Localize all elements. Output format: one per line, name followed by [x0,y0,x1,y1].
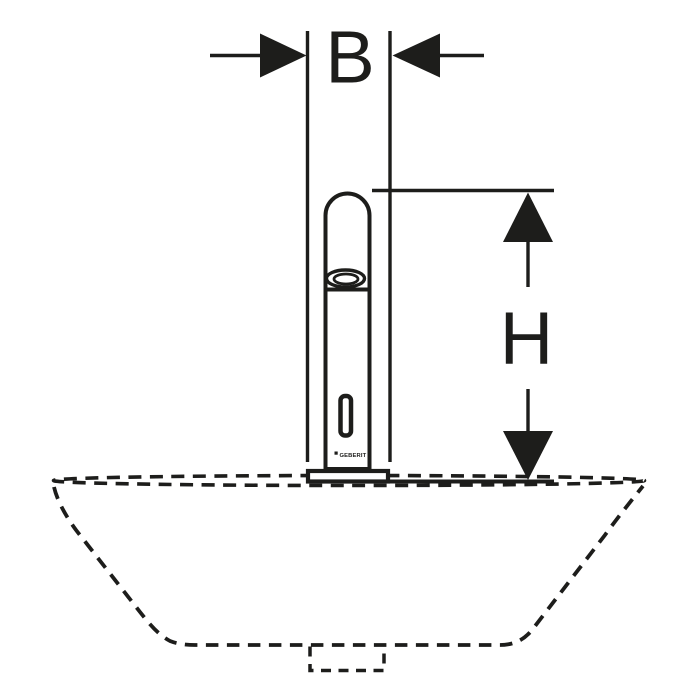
b-arrow-left-head [260,33,307,78]
h-dimension: H [372,188,554,484]
faucet-sensor-window [338,393,354,438]
geberit-logo-text: GEBERIT [340,453,367,459]
faucet: GEBERIT [305,191,391,484]
b-dimension-label: B [325,16,374,99]
faucet-spout-inner [332,272,360,286]
geberit-logo-square-icon [334,451,338,455]
b-arrow-right-head [392,33,440,78]
faucet-base-plate [305,468,391,484]
b-dimension: B [210,16,484,462]
h-dimension-label: H [500,297,553,380]
basin-drain-outline [308,646,386,673]
washbasin [51,473,647,673]
basin-bowl-outline [52,484,645,647]
faucet-body [323,191,372,471]
h-arrow-up-head [503,192,553,242]
h-arrow-down-head [503,431,553,480]
